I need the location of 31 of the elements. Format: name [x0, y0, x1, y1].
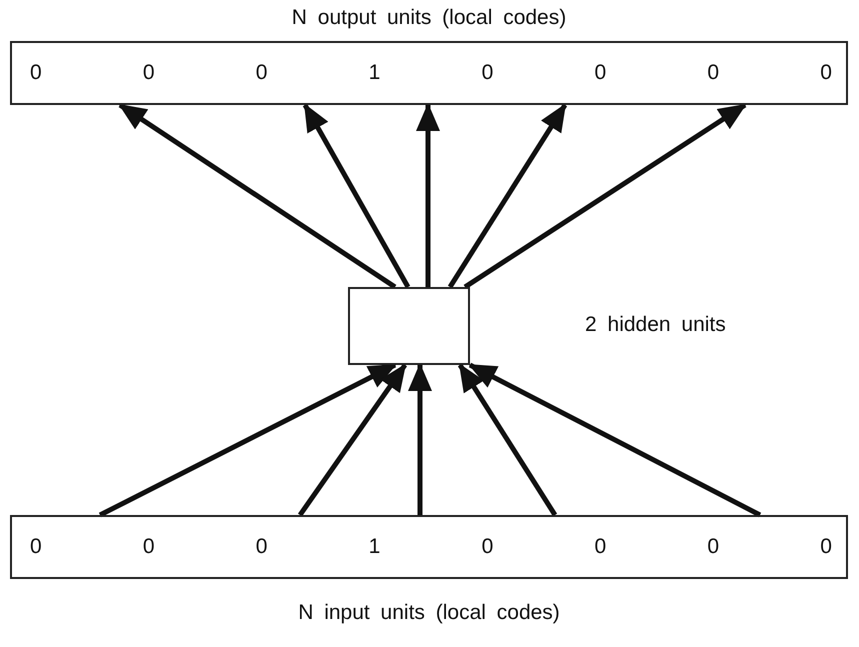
unit-value: 0	[482, 535, 494, 559]
unit-value: 0	[30, 535, 42, 559]
unit-value: 0	[820, 535, 832, 559]
arrow	[468, 362, 762, 518]
unit-value: 0	[707, 61, 720, 85]
arrow	[302, 103, 410, 288]
layer-label: N output units (local codes)	[290, 6, 568, 30]
unit-value: 0	[707, 535, 720, 559]
unit-value: 0	[594, 535, 606, 559]
arrow	[448, 103, 568, 288]
arrow	[298, 363, 408, 516]
hidden-layer-box	[348, 287, 470, 365]
unit-value: 0	[820, 61, 832, 85]
unit-value: 1	[368, 61, 380, 85]
unit-value: 0	[482, 61, 494, 85]
arrow	[458, 363, 558, 516]
arrow	[118, 102, 396, 290]
arrow	[464, 102, 747, 290]
unit-value: 0	[142, 535, 155, 559]
unit-value: 0	[142, 61, 155, 85]
arrow	[98, 362, 397, 518]
arrow	[408, 363, 432, 515]
layer-label: N input units (local codes)	[297, 601, 561, 625]
unit-value: 0	[594, 61, 606, 85]
unit-value: 0	[256, 61, 268, 85]
layer-label: 2 hidden units	[585, 313, 726, 337]
unit-value: 0	[30, 61, 42, 85]
arrow	[416, 103, 440, 287]
unit-value: 0	[256, 535, 268, 559]
unit-value: 1	[368, 535, 380, 559]
unit-layer	[10, 6, 848, 106]
